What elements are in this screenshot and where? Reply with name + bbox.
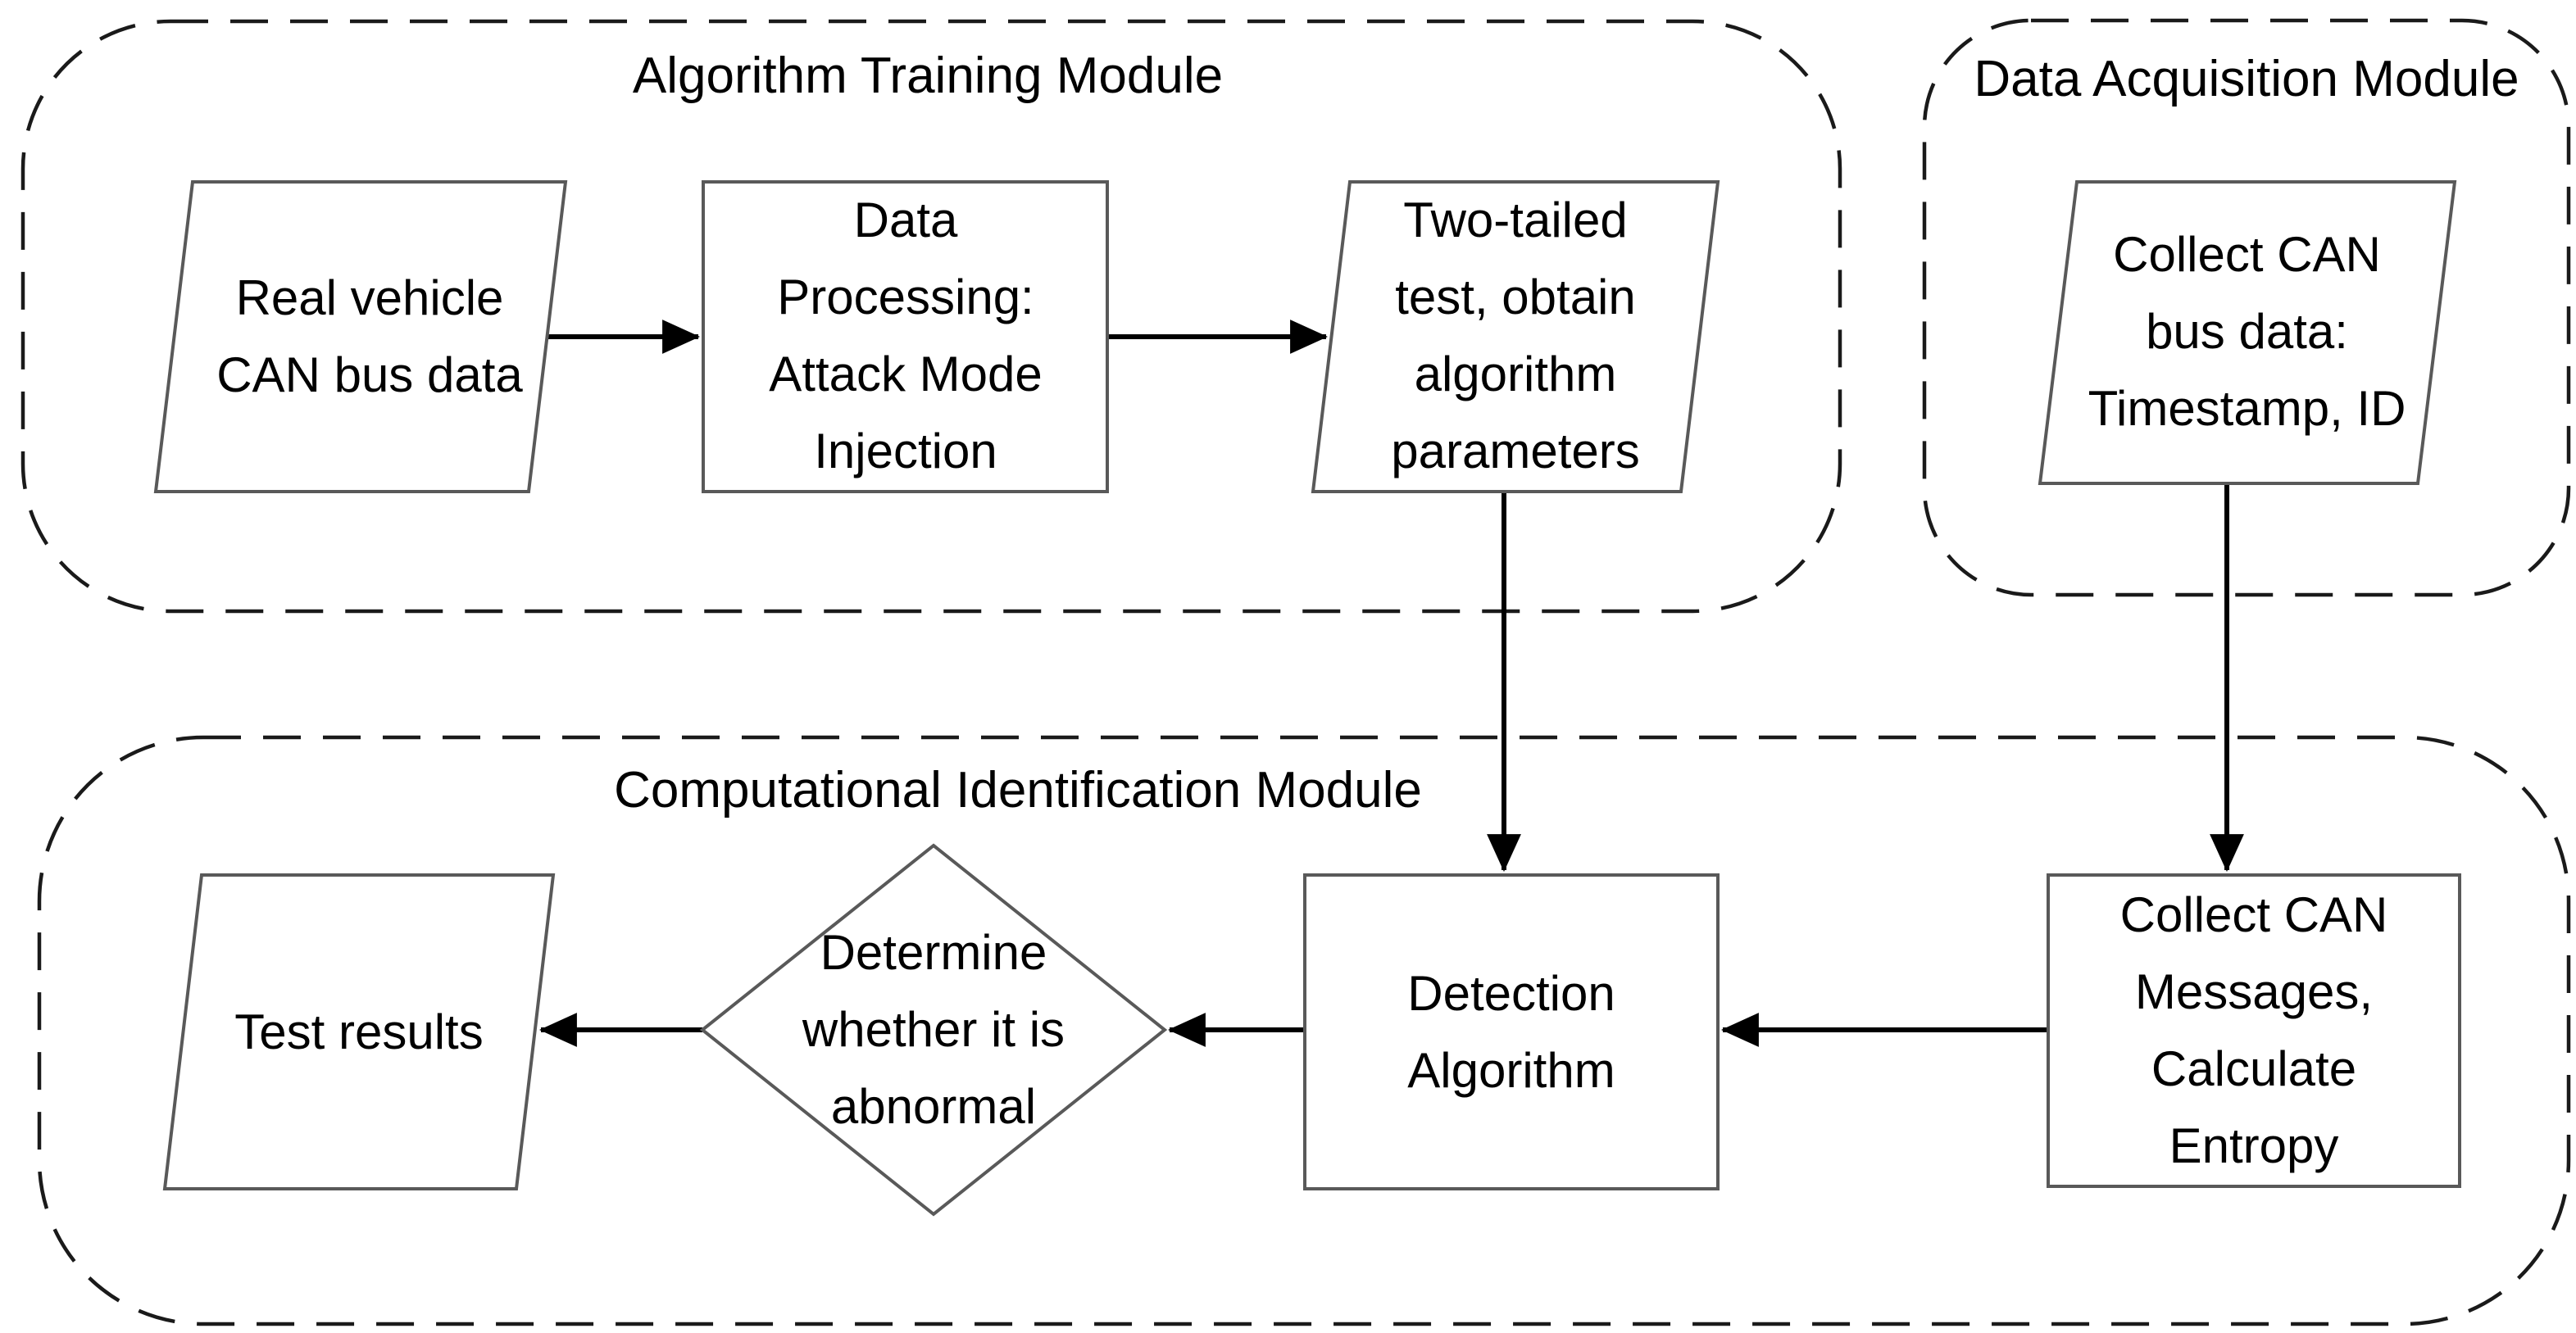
node-label-two-tailed-test: Two-tailed test, obtain algorithm parame…	[1391, 193, 1640, 478]
module-title-computational-identification: Computational Identification Module	[614, 762, 1422, 818]
node-shape-detection-algorithm	[1303, 873, 1720, 1190]
node-label-data-processing: Data Processing: Attack Mode Injection	[769, 193, 1043, 478]
node-shape-data-processing	[702, 180, 1109, 493]
node-label-detection-algorithm: Detection Algorithm	[1407, 965, 1615, 1098]
node-label-real-vehicle-can-bus-data: Real vehicle CAN bus data	[216, 270, 523, 402]
node-shape-test-results	[162, 873, 556, 1190]
node-shape-determine-abnormal	[699, 843, 1168, 1217]
node-shape-real-vehicle-can-bus-data	[153, 180, 568, 493]
node-label-collect-can-messages: Collect CAN Messages, Calculate Entropy	[2119, 887, 2388, 1173]
node-label-collect-can-bus-data: Collect CAN bus data: Timestamp, ID	[2088, 227, 2406, 436]
node-label-test-results: Test results	[234, 1004, 484, 1059]
node-shape-collect-can-bus-data	[2038, 180, 2457, 485]
module-container-data-acquisition	[1922, 18, 2571, 597]
module-title-algorithm-training: Algorithm Training Module	[632, 48, 1224, 104]
node-shape-collect-can-messages	[2047, 873, 2461, 1188]
node-label-determine-abnormal: Determine whether it is abnormal	[802, 925, 1065, 1134]
module-title-data-acquisition: Data Acquisition Module	[1974, 51, 2519, 107]
module-container-computational-identification	[37, 735, 2571, 1326]
node-shape-two-tailed-test	[1311, 180, 1720, 493]
